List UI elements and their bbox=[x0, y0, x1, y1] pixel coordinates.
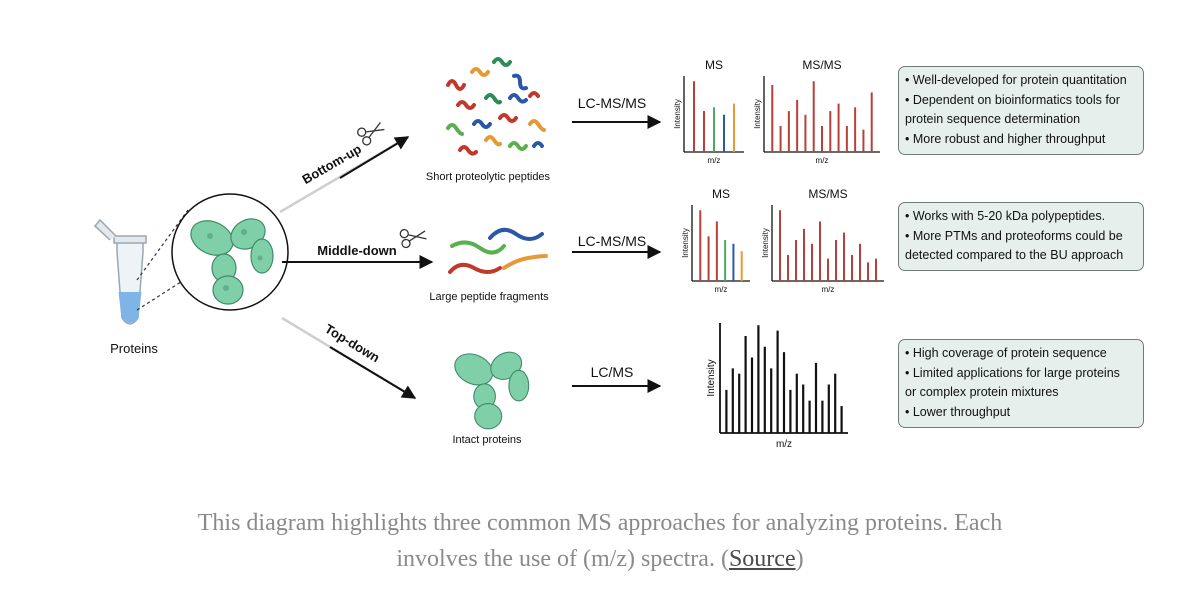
zoom-line-bottom bbox=[136, 279, 185, 311]
spectrum-bottom-up-2-title: MS/MS bbox=[802, 58, 841, 72]
caption-line-1: This diagram highlights three common MS … bbox=[197, 510, 1003, 536]
source-link[interactable]: Source bbox=[728, 546, 796, 572]
spectrum-bottom-up-2-xlabel: m/z bbox=[816, 156, 829, 165]
spectrum-top-down-1-xlabel: m/z bbox=[776, 439, 792, 450]
bottom-up-note-1: • Well-developed for protein quantitatio… bbox=[905, 73, 1127, 87]
caption-line-2: involves the use of (m/z) spectra. (Sour… bbox=[0, 541, 1200, 577]
short-peptides-icon bbox=[446, 57, 546, 156]
top-down-sample-label: Intact proteins bbox=[452, 434, 522, 446]
bottom-up-note-2: • Dependent on bioinformatics tools for bbox=[905, 92, 1120, 107]
proteins-label: Proteins bbox=[110, 341, 158, 356]
spectrum-bottom-up-1-title: MS bbox=[705, 58, 723, 72]
caption-close-paren: ) bbox=[795, 546, 804, 572]
bottom-up-note-4: • More robust and higher throughput bbox=[905, 131, 1106, 146]
middle-down-label: Middle-down bbox=[317, 243, 396, 258]
top-down-note-1: • High coverage of protein sequence bbox=[905, 346, 1107, 360]
middle-down-note-3: detected compared to the BU approach bbox=[905, 248, 1124, 262]
bottom-up-notes-box: • Well-developed for protein quantitatio… bbox=[898, 66, 1144, 155]
top-down-note-4: • Lower throughput bbox=[905, 404, 1011, 419]
scissors-icon-middle-down bbox=[399, 228, 427, 249]
spectrum-middle-down-2-xlabel: m/z bbox=[822, 285, 835, 294]
middle-down-notes-box: • Works with 5-20 kDa polypeptides. • Mo… bbox=[898, 202, 1144, 271]
caption-line-2-text: involves the use of (m/z) spectra. ( bbox=[396, 546, 729, 572]
scissors-icon-bottom-up bbox=[357, 122, 385, 146]
middle-down-sample-label: Large peptide fragments bbox=[429, 291, 549, 303]
bottom-up-note-3: protein sequence determination bbox=[905, 112, 1081, 126]
antibody-protein-icon-small bbox=[454, 351, 530, 430]
antibody-protein-icon-large bbox=[190, 218, 274, 305]
bottom-up-arrow bbox=[339, 136, 410, 179]
zoom-line-top bbox=[136, 209, 189, 281]
middle-down-method-label: LC-MS/MS bbox=[578, 233, 646, 249]
top-down-method-label: LC/MS bbox=[591, 364, 634, 380]
top-down-note-3: or complex protein mixtures bbox=[905, 385, 1059, 399]
spectrum-middle-down-1-title: MS bbox=[712, 187, 730, 201]
sample-tube-icon bbox=[93, 218, 147, 325]
spectrum-bottom-up-2-ylabel: Intensity bbox=[753, 99, 762, 129]
middle-down-note-1: • Works with 5-20 kDa polypeptides. bbox=[905, 209, 1106, 223]
top-down-label: Top-down bbox=[322, 321, 382, 365]
bottom-up-method-label: LC-MS/MS bbox=[578, 95, 646, 111]
top-down-notes-box: • High coverage of protein sequence • Li… bbox=[898, 339, 1144, 428]
spectrum-bottom-up-1-xlabel: m/z bbox=[708, 156, 721, 165]
spectrum-top-down-1-ylabel: Intensity bbox=[706, 359, 717, 396]
figure-caption: This diagram highlights three common MS … bbox=[0, 505, 1200, 577]
spectrum-bottom-up-1-ylabel: Intensity bbox=[673, 99, 682, 129]
spectrum-middle-down-2-ylabel: Intensity bbox=[761, 228, 770, 258]
spectra-group: MSm/zIntensityMS/MSm/zIntensityMSm/zInte… bbox=[673, 58, 884, 450]
spectrum-middle-down-1-xlabel: m/z bbox=[715, 285, 728, 294]
bottom-up-sample-label: Short proteolytic peptides bbox=[426, 171, 551, 183]
spectrum-middle-down-2-title: MS/MS bbox=[808, 187, 847, 201]
top-down-note-2: • Limited applications for large protein… bbox=[905, 365, 1120, 380]
spectrum-middle-down-1-ylabel: Intensity bbox=[681, 228, 690, 258]
bottom-up-label: Bottom-up bbox=[300, 141, 364, 187]
ms-approaches-diagram: Proteins Bottom-up Middle-down Top-down bbox=[93, 57, 884, 450]
top-down-arrow bbox=[329, 346, 417, 399]
large-fragments-icon bbox=[448, 227, 548, 274]
middle-down-note-2: • More PTMs and proteoforms could be bbox=[905, 228, 1123, 243]
